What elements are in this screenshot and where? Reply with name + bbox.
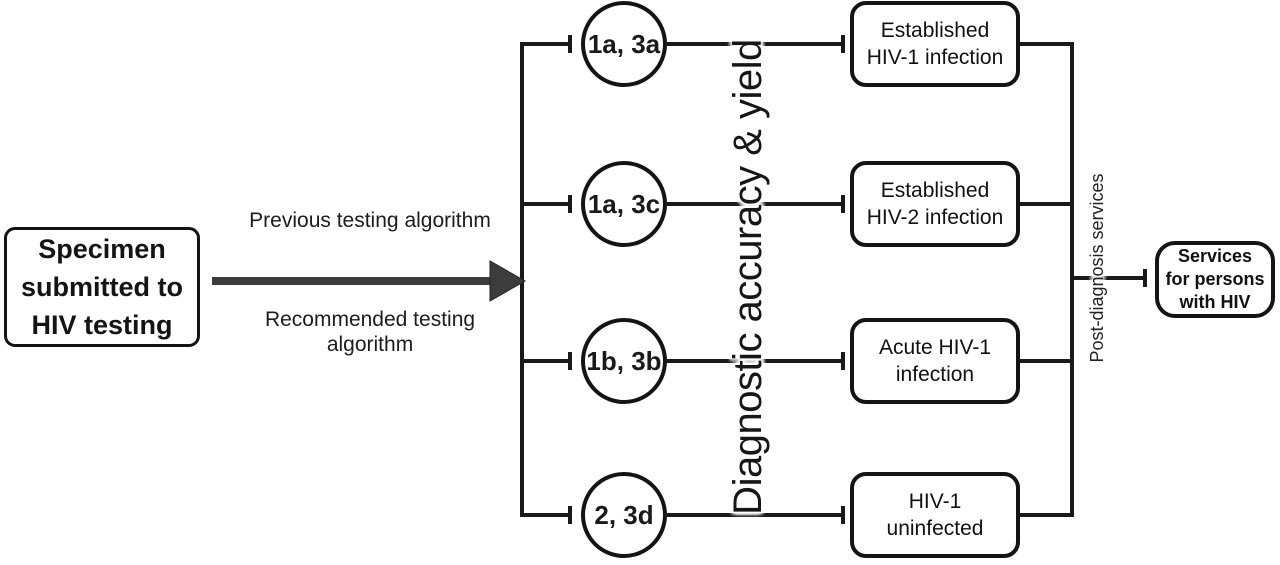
services-line-3: with HIV: [1179, 292, 1251, 312]
services-line-2: for persons: [1165, 269, 1265, 289]
outcome-4-line-2: uninfected: [886, 517, 984, 540]
outcome-established-hiv2: Established HIV-2 infection: [850, 161, 1020, 247]
recommended-algorithm-line-1: Recommended testing: [264, 308, 476, 331]
outcome-2-line-2: HIV-2 infection: [866, 206, 1004, 229]
specimen-line-2: submitted to: [21, 272, 183, 302]
services-line-1: Services: [1177, 246, 1253, 266]
circle-1a-3c: 1a, 3c: [581, 161, 667, 247]
outcome-established-hiv1: Established HIV-1 infection: [850, 1, 1020, 87]
recommended-algorithm-line-2: algorithm: [326, 333, 414, 356]
post-diagnosis-label: Post-diagnosis services: [1087, 173, 1107, 363]
flow-arrow-head: [489, 260, 527, 302]
specimen-source-box: Specimen submitted to HIV testing: [4, 227, 200, 347]
circle-3-code: 1b, 3b: [586, 345, 662, 376]
circle-1-code: 1a, 3a: [587, 28, 661, 59]
outcome-3-line-2: infection: [895, 363, 975, 386]
circle-1b-3b: 1b, 3b: [581, 318, 667, 404]
specimen-line-1: Specimen: [38, 234, 166, 264]
circle-1a-3a: 1a, 3a: [581, 1, 667, 87]
outcome-hiv1-uninfected: HIV-1 uninfected: [850, 472, 1020, 558]
outcome-acute-hiv1: Acute HIV-1 infection: [850, 318, 1020, 404]
diagnostic-accuracy-label: Diagnostic accuracy & yield: [726, 39, 770, 515]
circle-4-code: 2, 3d: [594, 499, 654, 530]
previous-algorithm-line-2: algorithm: [404, 209, 491, 232]
specimen-line-3: HIV testing: [31, 310, 173, 340]
outcome-4-line-1: HIV-1: [908, 490, 962, 513]
outcome-1-line-2: HIV-1 infection: [866, 46, 1004, 69]
outcome-1-line-1: Established: [880, 19, 990, 42]
circle-2-code: 1a, 3c: [587, 188, 661, 219]
outcome-2-line-1: Established: [880, 179, 990, 202]
circle-2-3d: 2, 3d: [581, 472, 667, 558]
outcome-3-line-1: Acute HIV-1: [878, 336, 992, 359]
previous-algorithm-line-1: Previous testing: [249, 209, 399, 232]
services-for-persons-box: Services for persons with HIV: [1155, 241, 1275, 318]
recommended-algorithm-label: Recommended testing algorithm: [240, 307, 500, 357]
previous-algorithm-label: Previous testing algorithm: [240, 208, 500, 233]
